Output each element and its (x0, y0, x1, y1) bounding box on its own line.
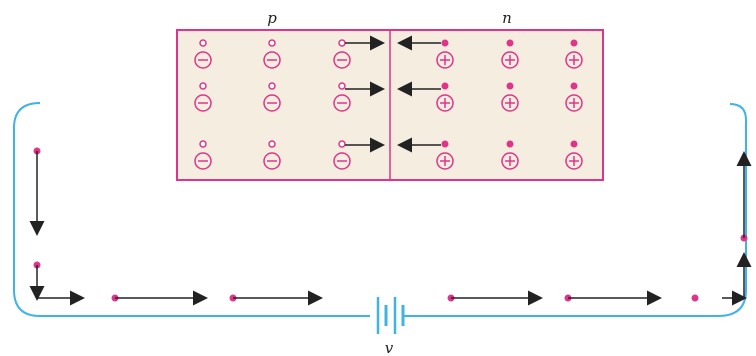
minus-ion-icon (194, 51, 212, 69)
hole-icon (338, 140, 346, 148)
plus-ion-icon (565, 152, 583, 170)
plus-ion-icon (501, 152, 519, 170)
hole-icon (199, 39, 207, 47)
ions-layer (194, 51, 583, 170)
electron-icon (506, 140, 514, 148)
hole-icon (199, 82, 207, 90)
electron-icon (441, 82, 449, 90)
minus-ion-icon (333, 94, 351, 112)
hole-icon (338, 39, 346, 47)
electron-icon (441, 39, 449, 47)
hole-icon (338, 82, 346, 90)
electron-icon (691, 294, 699, 302)
minus-ion-icon (333, 152, 351, 170)
circuit-wire (13, 102, 747, 317)
p-region-label: p (267, 9, 277, 27)
plus-ion-icon (501, 94, 519, 112)
minus-ion-icon (263, 51, 281, 69)
hole-icon (268, 140, 276, 148)
electron-icon (506, 39, 514, 47)
minus-ion-icon (333, 51, 351, 69)
plus-ion-icon (565, 51, 583, 69)
electron-icon (570, 82, 578, 90)
plus-ion-icon (436, 94, 454, 112)
minus-ion-icon (263, 94, 281, 112)
carriers-layer (29, 35, 752, 306)
electron-icon (570, 140, 578, 148)
plus-ion-icon (565, 94, 583, 112)
electron-icon (506, 82, 514, 90)
plus-ion-icon (501, 51, 519, 69)
electron-icon (441, 140, 449, 148)
minus-ion-icon (194, 94, 212, 112)
plus-ion-icon (436, 152, 454, 170)
battery-icon (376, 297, 405, 334)
plus-ion-icon (436, 51, 454, 69)
minus-ion-icon (263, 152, 281, 170)
hole-icon (268, 39, 276, 47)
hole-icon (199, 140, 207, 148)
electron-icon (570, 39, 578, 47)
minus-ion-icon (194, 152, 212, 170)
n-region-label: n (502, 9, 512, 27)
hole-icon (268, 82, 276, 90)
battery-label: v (385, 339, 394, 356)
